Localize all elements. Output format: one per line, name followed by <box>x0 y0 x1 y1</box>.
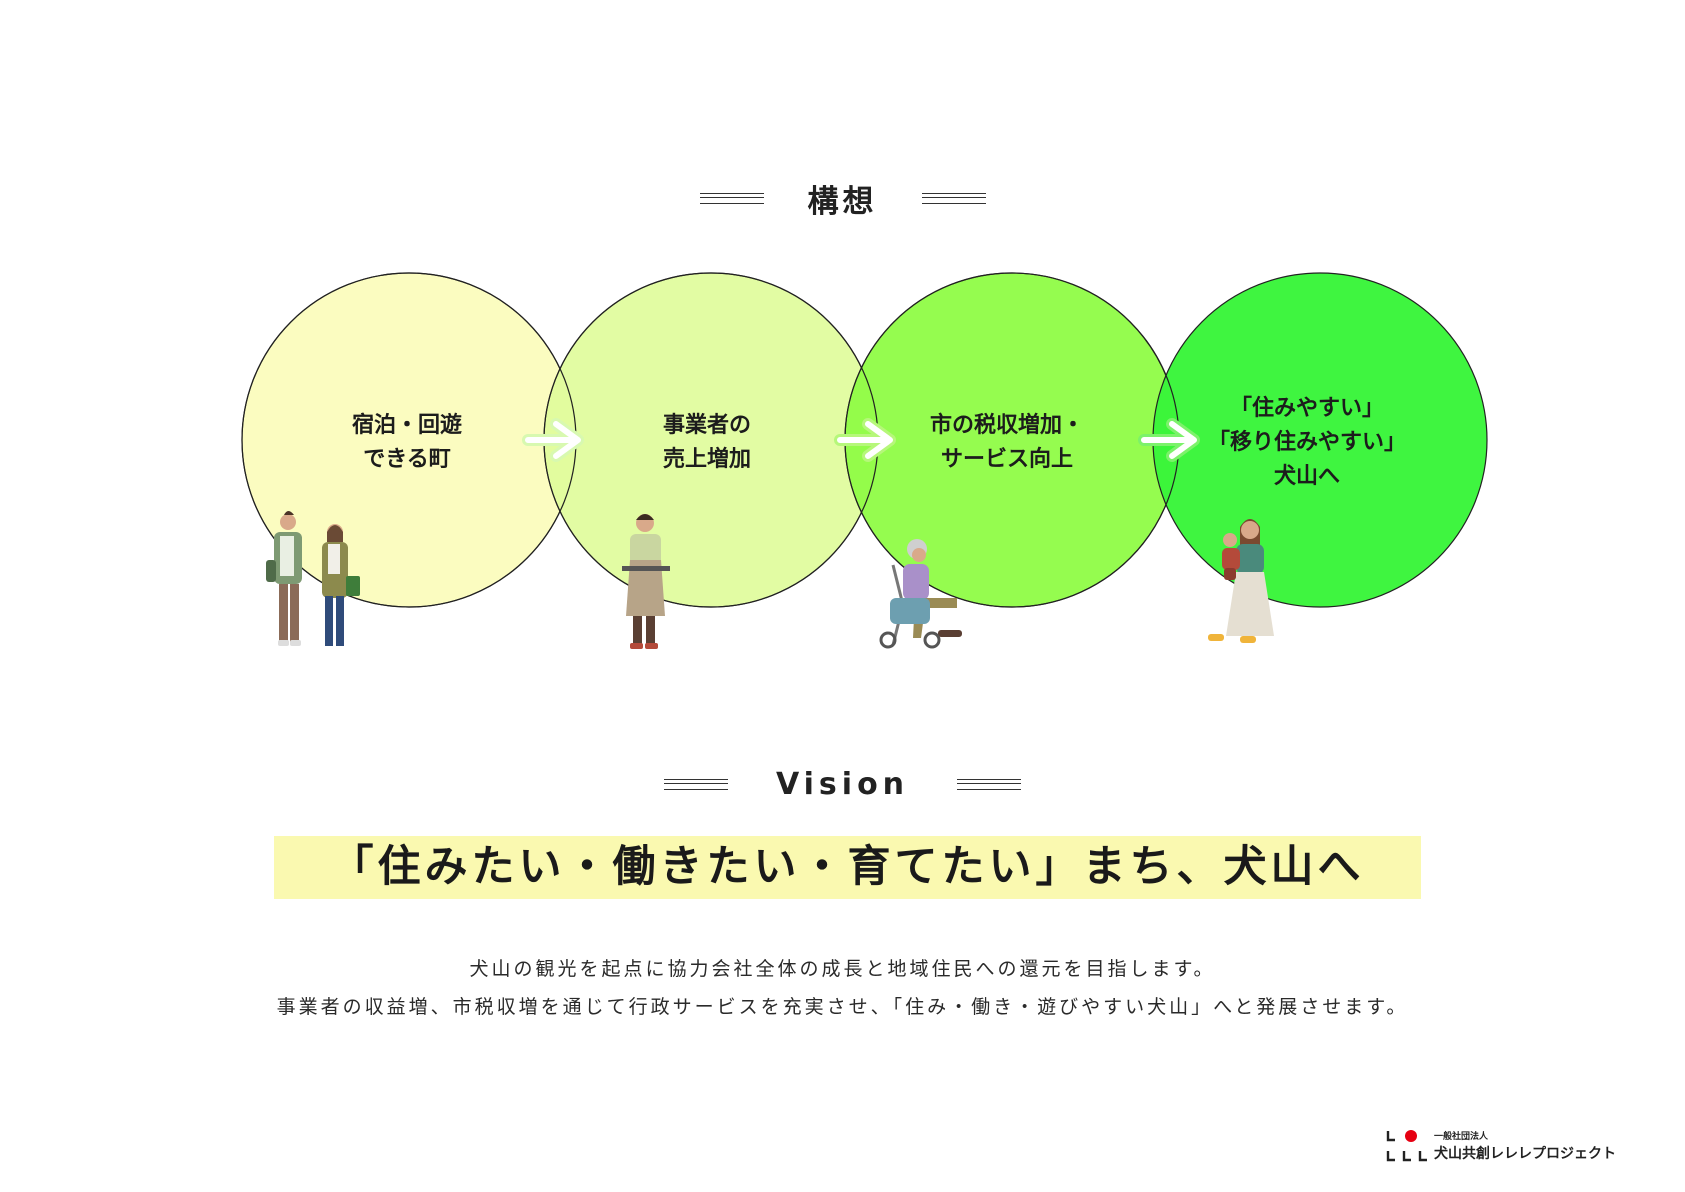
circle-label-tax: 市の税収増加・ サービス向上 <box>877 409 1137 477</box>
concept-diagram <box>241 272 1488 649</box>
shop-owner-apron-icon <box>622 514 670 649</box>
circle-label-line: サービス向上 <box>940 447 1073 472</box>
circle-label-sales: 事業者の 売上増加 <box>577 409 837 477</box>
circle-label-live: 「住みやすい」 「移り住みやすい」 犬山へ <box>1177 392 1437 494</box>
arrow-icon-1 <box>522 418 584 462</box>
circle-label-line: 売上増加 <box>662 447 751 472</box>
heading-decoration-right <box>957 779 1022 790</box>
logo-org-name: 犬山共創レレレプロジェクト <box>1434 1146 1616 1162</box>
concept-title: 構想 <box>807 184 878 220</box>
arrow-icon-2 <box>834 418 896 462</box>
heading-decoration-left <box>699 193 764 204</box>
vision-title: Vision <box>775 767 910 802</box>
vision-slogan: 「住みたい・働きたい・育てたい」まち、犬山へ <box>330 842 1365 892</box>
walking-couple-icon <box>266 511 360 646</box>
mother-with-baby-icon <box>1208 519 1274 643</box>
description-line-1: 犬山の観光を起点に協力会社全体の成長と地域住民への還元を目指します。 <box>469 958 1216 980</box>
circle-label-stay: 宿泊・回遊 できる町 <box>277 409 537 477</box>
circle-label-line: 宿泊・回遊 <box>351 413 462 438</box>
circle-label-line: 事業者の <box>662 413 751 438</box>
elderly-walker-icon <box>879 539 962 649</box>
logo-org-type: 一般社団法人 <box>1434 1132 1489 1142</box>
organization-logo: 一般社団法人 犬山共創レレレプロジェクト <box>1385 1127 1645 1167</box>
lelele-logo-icon <box>1386 1130 1427 1162</box>
circle-label-line: 「移り住みやすい」 <box>1207 430 1406 455</box>
description-line-2: 事業者の収益増、市税収増を通じて行政サービスを充実させ、「住み・働き・遊びやすい… <box>276 996 1409 1018</box>
heading-decoration-left <box>663 779 728 790</box>
slogan-highlight <box>274 836 1421 899</box>
circle-label-line: 犬山へ <box>1273 464 1340 489</box>
concept-heading: 構想 <box>0 176 1685 221</box>
circle-label-line: できる町 <box>363 447 451 472</box>
vision-heading: Vision <box>0 766 1685 802</box>
heading-decoration-right <box>921 193 986 204</box>
circle-label-line: 「住みやすい」 <box>1229 396 1384 421</box>
circle-label-line: 市の税収増加・ <box>929 413 1084 438</box>
arrow-icon-3 <box>1138 418 1200 462</box>
